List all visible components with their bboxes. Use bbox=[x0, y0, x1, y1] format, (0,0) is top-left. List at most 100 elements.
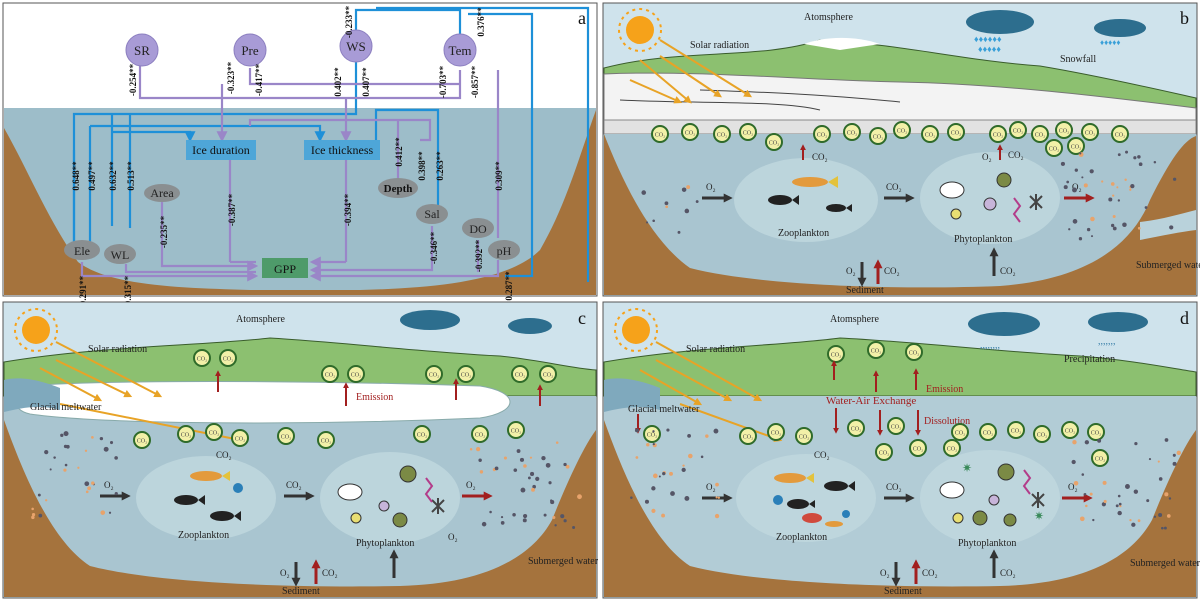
co2-bubble bbox=[177, 425, 195, 443]
particle bbox=[1130, 184, 1135, 189]
coef-ws-2: 0.402** bbox=[333, 67, 343, 97]
particle bbox=[1158, 513, 1163, 518]
panel-c-letter: c bbox=[578, 308, 586, 328]
co2-bubble bbox=[739, 123, 757, 141]
panel-c-o2-label-3: O₂ bbox=[280, 568, 290, 578]
node-ws-label: WS bbox=[346, 39, 366, 54]
panel-b-sun bbox=[618, 8, 662, 52]
link-ph-gpp bbox=[309, 260, 500, 282]
panel-d-zoo-zone bbox=[736, 454, 876, 542]
panel-d-phyto-cells: ✷ ✷ bbox=[939, 461, 1045, 527]
panel-c-sun bbox=[14, 308, 58, 352]
particle bbox=[1125, 484, 1130, 489]
coef-ws-1: -0.233** bbox=[344, 5, 354, 38]
particle bbox=[1168, 497, 1172, 500]
water-particles bbox=[1060, 150, 1177, 241]
particle bbox=[500, 521, 505, 525]
co2-bubble-label: CO₂ bbox=[847, 131, 857, 137]
particle bbox=[529, 456, 533, 459]
particle bbox=[684, 496, 690, 501]
co2-bubble-label: CO₂ bbox=[1071, 145, 1081, 151]
particle bbox=[503, 456, 507, 460]
link-sal-gpp bbox=[309, 226, 434, 276]
co2-bubble bbox=[765, 133, 783, 151]
particle bbox=[38, 513, 43, 518]
node-depth bbox=[378, 178, 418, 198]
particle bbox=[1074, 168, 1078, 172]
particle bbox=[1068, 228, 1071, 231]
panel-c-glacial: Glacial meltwater bbox=[30, 402, 102, 413]
co2-bubble-label: CO₂ bbox=[647, 433, 657, 439]
co2-bubble-label: CO₂ bbox=[769, 141, 779, 147]
particle bbox=[1086, 227, 1091, 232]
co2-bubble-label: CO₂ bbox=[1085, 131, 1095, 137]
co2-bubble-label: CO₂ bbox=[655, 133, 665, 139]
particle bbox=[1117, 494, 1121, 498]
box-gpp-label: GPP bbox=[274, 262, 296, 276]
coef-ice-thk-gpp: -0.394** bbox=[343, 193, 353, 226]
panel-d-fish bbox=[773, 473, 855, 527]
particle bbox=[630, 496, 633, 499]
co2-bubble-label: CO₂ bbox=[1095, 457, 1105, 463]
particle bbox=[1158, 477, 1163, 481]
water-particles bbox=[469, 441, 582, 529]
co2-bubble bbox=[1091, 449, 1109, 467]
node-do-label: DO bbox=[469, 222, 487, 236]
particle bbox=[63, 468, 67, 472]
particle bbox=[695, 200, 699, 203]
particle bbox=[1133, 156, 1137, 160]
co2-bubble-label: CO₂ bbox=[429, 373, 439, 379]
panel-d-co2-label-2: CO₂ bbox=[814, 450, 830, 460]
co2-bubble-label: CO₂ bbox=[799, 435, 809, 441]
particle bbox=[652, 219, 655, 223]
panel-d-phytoplankton: Phytoplankton bbox=[958, 538, 1016, 549]
link-ele-gpp bbox=[80, 262, 259, 282]
svg-text:✷: ✷ bbox=[962, 461, 972, 475]
link-to-ice-thickness bbox=[90, 124, 326, 143]
co2-bubble bbox=[317, 431, 335, 449]
co2-bubble bbox=[843, 123, 861, 141]
panel-a-water bbox=[4, 108, 596, 295]
particle bbox=[681, 187, 687, 192]
particle bbox=[91, 436, 94, 439]
particle bbox=[543, 513, 547, 517]
panel-b-soil bbox=[604, 134, 1196, 295]
co2-bubble-label: CO₂ bbox=[1091, 431, 1101, 437]
panel-c-ice-floe bbox=[14, 381, 511, 424]
panel-c-emission: Emission bbox=[356, 392, 393, 403]
particle bbox=[1108, 197, 1113, 202]
panel-c-atmosphere: Atomsphere bbox=[236, 314, 285, 325]
panel-d-submerged: Submerged water bbox=[1130, 558, 1200, 569]
co2-bubble bbox=[651, 125, 669, 143]
coef-tem-3: 0.376** bbox=[476, 7, 486, 37]
particle bbox=[1137, 155, 1141, 159]
co2-bubble-label: CO₂ bbox=[1059, 129, 1069, 135]
link-to-ice-duration bbox=[112, 130, 196, 143]
panel-b-groundwater bbox=[1140, 210, 1196, 240]
co2-bubble bbox=[739, 427, 757, 445]
particle bbox=[91, 481, 95, 485]
particle bbox=[1117, 153, 1121, 157]
svg-text:♦♦♦♦♦: ♦♦♦♦♦ bbox=[978, 44, 1001, 54]
co2-bubble bbox=[713, 125, 731, 143]
co2-bubble bbox=[219, 349, 237, 367]
co2-bubble-label: CO₂ bbox=[235, 437, 245, 443]
particle bbox=[662, 471, 666, 476]
co2-bubble-label: CO₂ bbox=[1049, 147, 1059, 153]
co2-bubble-label: CO₂ bbox=[1011, 429, 1021, 435]
coef-area-gpp: -0.235** bbox=[159, 215, 169, 248]
particle bbox=[1172, 177, 1177, 181]
link-wl-gpp bbox=[124, 264, 256, 274]
panel-d-zooplankton: Zooplankton bbox=[776, 532, 827, 543]
coef-wl-gpp: -0.315** bbox=[123, 275, 133, 308]
co2-bubble bbox=[231, 429, 249, 447]
panel-c-fish bbox=[174, 471, 243, 521]
panel-d-hills bbox=[603, 337, 1197, 397]
water-particles bbox=[1071, 438, 1181, 530]
particle bbox=[531, 487, 535, 492]
panel-b-o2-label: O₂ bbox=[706, 182, 716, 192]
particle bbox=[700, 455, 704, 459]
co2-bubble bbox=[1031, 125, 1049, 143]
box-ice-thickness-label: Ice thickness bbox=[311, 143, 374, 157]
